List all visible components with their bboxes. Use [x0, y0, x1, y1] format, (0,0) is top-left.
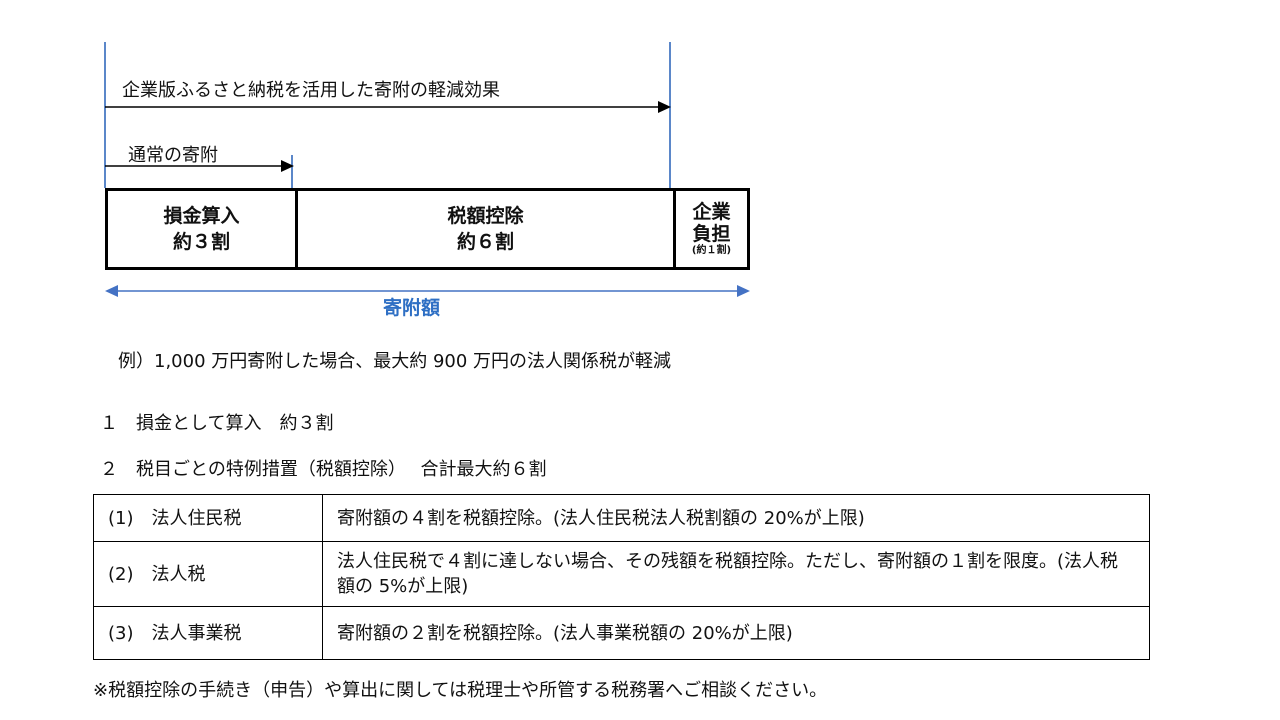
segment-ratio: 約６割: [456, 231, 514, 253]
guide-line-left: [104, 42, 106, 188]
tax-name: (1) 法人住民税: [93, 494, 323, 542]
effect-arrow: [105, 101, 671, 113]
normal-donation-arrow: [105, 160, 294, 172]
normal-donation-label: 通常の寄附: [128, 145, 218, 166]
tax-credit-table: (1) 法人住民税 寄附額の４割を税額控除。(法人住民税法人税割額の 20%が上…: [93, 494, 1150, 660]
segment-title: 損金算入: [163, 205, 240, 227]
segment-title: 企業: [692, 201, 731, 223]
item-2: ２ 税目ごとの特例措置（税額控除） 合計最大約６割: [100, 459, 547, 480]
tax-description: 寄附額の２割を税額控除。(法人事業税額の 20%が上限): [322, 606, 1150, 660]
segment-ratio: (約１割): [691, 245, 732, 256]
tax-name: (3) 法人事業税: [93, 606, 323, 660]
tax-description: 寄附額の４割を税額控除。(法人住民税法人税割額の 20%が上限): [322, 494, 1150, 542]
segment-tax-credit: 税額控除 約６割: [295, 191, 673, 267]
segment-company-burden: 企業 負担 (約１割): [673, 191, 747, 267]
effect-label: 企業版ふるさと納税を活用した寄附の軽減効果: [122, 80, 500, 101]
segment-title-2: 負担: [692, 223, 731, 245]
donation-breakdown-bar: 損金算入 約３割 税額控除 約６割 企業 負担 (約１割): [105, 188, 750, 270]
tax-name: (2) 法人税: [93, 541, 323, 607]
table-row: (3) 法人事業税 寄附額の２割を税額控除。(法人事業税額の 20%が上限): [93, 606, 1150, 660]
guide-line-right: [669, 42, 671, 188]
total-donation-label: 寄附額: [383, 297, 441, 319]
example-text: 例）1,000 万円寄附した場合、最大約 900 万円の法人関係税が軽減: [118, 351, 672, 372]
guide-line-mid: [291, 155, 293, 188]
total-donation-arrow: [105, 285, 750, 297]
table-row: (2) 法人税 法人住民税で４割に達しない場合、その残額を税額控除。ただし、寄附…: [93, 541, 1150, 607]
table-row: (1) 法人住民税 寄附額の４割を税額控除。(法人住民税法人税割額の 20%が上…: [93, 494, 1150, 542]
item-1: １ 損金として算入 約３割: [100, 413, 334, 434]
segment-ratio: 約３割: [172, 231, 230, 253]
segment-deduction: 損金算入 約３割: [108, 191, 295, 267]
footnote: ※税額控除の手続き（申告）や算出に関しては税理士や所管する税務署へご相談ください…: [93, 680, 828, 701]
segment-title: 税額控除: [447, 205, 524, 227]
tax-description: 法人住民税で４割に達しない場合、その残額を税額控除。ただし、寄附額の１割を限度。…: [322, 541, 1150, 607]
